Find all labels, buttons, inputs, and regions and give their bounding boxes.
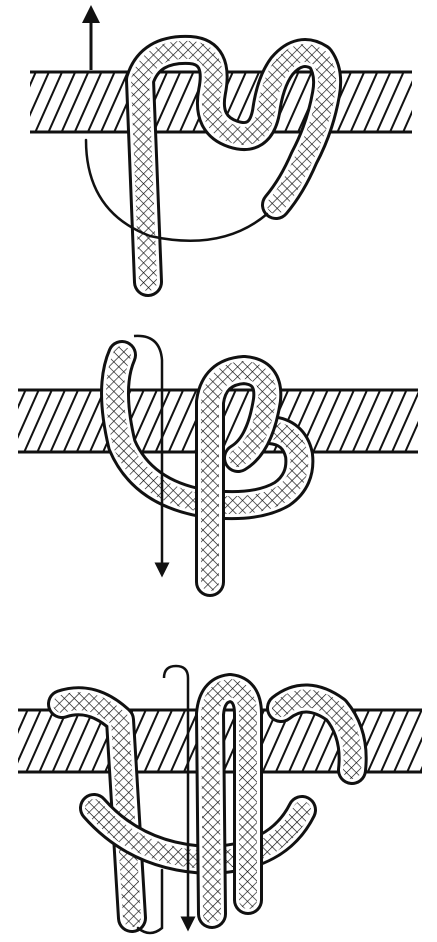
step-1-guide-arc — [86, 140, 267, 241]
step-3-guide-arrow — [164, 666, 188, 924]
step-2-panel — [18, 336, 418, 582]
step-1-panel — [30, 14, 412, 282]
step-3-panel — [18, 666, 422, 933]
